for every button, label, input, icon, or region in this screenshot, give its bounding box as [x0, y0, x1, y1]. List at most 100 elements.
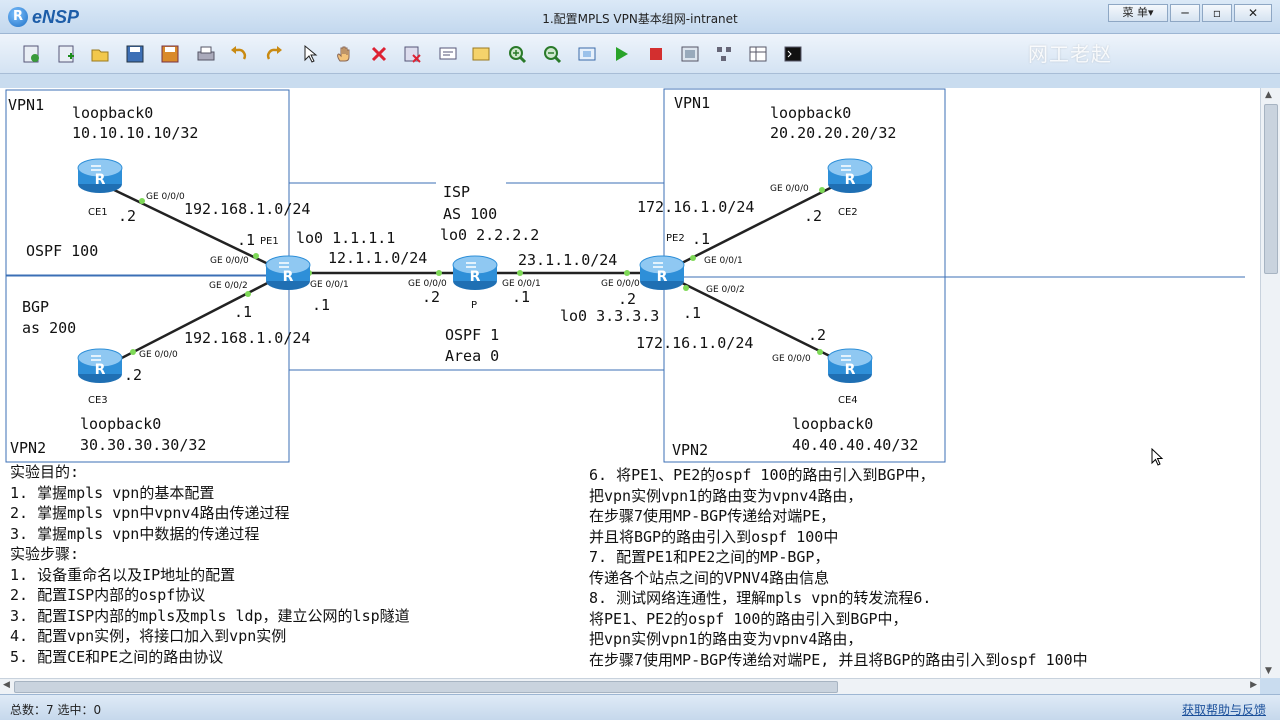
- topology-icon[interactable]: [713, 43, 735, 65]
- scroll-up-icon[interactable]: ▲: [1265, 90, 1272, 100]
- status-bar: 总数：7 选中：0 获取帮助与反馈: [0, 694, 1280, 720]
- note-line: 把vpn实例vpn1的路由变为vpnv4路由，: [589, 630, 863, 648]
- note-line: 3. 配置ISP内部的mpls及mpls ldp，建立公网的lsp隧道: [10, 606, 410, 625]
- router-ce3-icon[interactable]: R: [77, 348, 123, 383]
- device-label-ce4: CE4: [838, 395, 858, 406]
- note-line: 7. 配置PE1和PE2之间的MP-BGP，: [589, 548, 830, 566]
- minimize-button[interactable]: ─: [1170, 4, 1200, 22]
- port-pe1-ge001: GE 0/0/1: [310, 280, 349, 290]
- text-icon[interactable]: [437, 43, 459, 65]
- menu-button[interactable]: 菜 单▾: [1108, 4, 1168, 22]
- window-title: 1.配置MPLS VPN基本组网-intranet: [542, 12, 738, 26]
- svg-text:R: R: [95, 172, 106, 188]
- scroll-left-icon[interactable]: ◀: [3, 680, 10, 690]
- print-icon[interactable]: [195, 43, 217, 65]
- help-feedback-link[interactable]: 获取帮助与反馈: [1181, 703, 1266, 717]
- note-line: 在步骤7使用MP-BGP传递给对端PE, 并且将BGP的路由引入到ospf 10…: [589, 650, 1088, 669]
- p-loopback: lo0 2.2.2.2: [440, 226, 540, 244]
- fit-icon[interactable]: [576, 43, 598, 65]
- svg-text:R: R: [283, 269, 294, 285]
- port-ce4-ge000: GE 0/0/0: [772, 354, 811, 364]
- net-ce1-pe1: 192.168.1.0/24: [184, 200, 311, 218]
- as200-label: as 200: [22, 319, 77, 337]
- ce3-loopback-title: loopback0: [80, 415, 162, 433]
- link-ce3-pe1: [109, 271, 288, 366]
- save-icon[interactable]: [124, 43, 146, 65]
- host-p-pe1: .2: [422, 288, 441, 306]
- save-as-icon[interactable]: [159, 43, 181, 65]
- ce1-loopback-title: loopback0: [72, 104, 154, 122]
- host-pe2-p: .2: [618, 290, 637, 308]
- router-ce4-icon[interactable]: R: [827, 348, 873, 383]
- redo-icon[interactable]: [263, 43, 285, 65]
- router-ce1-icon[interactable]: R: [77, 158, 123, 193]
- router-ce2-icon[interactable]: R: [827, 158, 873, 193]
- undo-icon[interactable]: [228, 43, 250, 65]
- svg-text:R: R: [845, 172, 856, 188]
- pe2-loopback: lo0 3.3.3.3: [560, 307, 660, 325]
- zone-label-vpn2-right: VPN2: [672, 441, 709, 459]
- router-pe1-icon[interactable]: R: [265, 255, 311, 290]
- ospf100-label: OSPF 100: [26, 242, 99, 260]
- logo-text: eNSP: [32, 6, 80, 27]
- note-line: 1. 设备重命名以及IP地址的配置: [10, 565, 236, 584]
- scroll-down-icon[interactable]: ▼: [1265, 666, 1272, 676]
- link-dot: [130, 349, 136, 355]
- delete-icon[interactable]: [368, 43, 390, 65]
- port-ce3-ge000: GE 0/0/0: [139, 350, 178, 360]
- note-line: 实验步骤:: [10, 545, 80, 563]
- clear-icon[interactable]: [401, 43, 423, 65]
- vertical-scroll-thumb[interactable]: [1264, 104, 1278, 274]
- rectangle-icon[interactable]: [470, 43, 492, 65]
- device-label-pe1: PE1: [260, 236, 279, 247]
- zone-label-vpn1-left: VPN1: [8, 96, 45, 114]
- grid-icon[interactable]: [747, 43, 769, 65]
- note-line: 2. 配置ISP内部的ospf协议: [10, 586, 206, 604]
- link-dot: [683, 285, 689, 291]
- router-pe2-icon[interactable]: R: [639, 255, 685, 290]
- ce4-loopback-title: loopback0: [792, 415, 874, 433]
- net-pe2-ce4: 172.16.1.0/24: [636, 334, 754, 352]
- close-button[interactable]: ✕: [1234, 4, 1272, 22]
- link-dot: [624, 270, 630, 276]
- zoom-in-icon[interactable]: [506, 43, 528, 65]
- note-line: 传递各个站点之间的VPNV4路由信息: [589, 568, 830, 587]
- open-icon[interactable]: [89, 43, 111, 65]
- router-p-icon[interactable]: R: [452, 255, 498, 290]
- mouse-pointer-icon: [1151, 448, 1164, 466]
- port-pe2-ge000: GE 0/0/0: [601, 279, 640, 289]
- zoom-out-icon[interactable]: [541, 43, 563, 65]
- stop-icon[interactable]: [645, 43, 667, 65]
- note-line: 在步骤7使用MP-BGP传递给对端PE，: [589, 507, 836, 525]
- link-dot: [819, 187, 825, 193]
- isp-label: ISP: [443, 183, 471, 201]
- terminal-icon[interactable]: [782, 43, 804, 65]
- svg-text:R: R: [470, 269, 481, 285]
- horizontal-scrollbar[interactable]: ◀ ▶: [0, 678, 1260, 694]
- capture-icon[interactable]: [679, 43, 701, 65]
- ce4-loopback-addr: 40.40.40.40/32: [792, 436, 919, 454]
- net-ce3-pe1: 192.168.1.0/24: [184, 329, 311, 347]
- as100-label: AS 100: [443, 205, 498, 223]
- router-logo-icon: R: [8, 7, 28, 27]
- ospf1-label: OSPF 1: [445, 326, 500, 344]
- add-icon[interactable]: [55, 43, 77, 65]
- host-ce2: .2: [804, 207, 823, 225]
- vertical-scrollbar[interactable]: ▲ ▼: [1260, 88, 1280, 678]
- note-line: 5. 配置CE和PE之间的路由协议: [10, 647, 224, 666]
- pan-hand-icon[interactable]: [333, 43, 355, 65]
- ensp-logo: R eNSP: [8, 6, 79, 28]
- topology-canvas[interactable]: R R R R R R R VPN1 VPN2 VPN1 VPN2: [0, 88, 1260, 678]
- scroll-right-icon[interactable]: ▶: [1250, 680, 1257, 690]
- watermark: 网工老赵: [1028, 42, 1112, 66]
- note-line: 实验目的:: [10, 463, 80, 481]
- start-icon[interactable]: [610, 43, 632, 65]
- port-p-ge000: GE 0/0/0: [408, 279, 447, 289]
- select-icon[interactable]: [298, 43, 320, 65]
- new-topology-icon[interactable]: [20, 43, 42, 65]
- horizontal-scroll-thumb[interactable]: [14, 681, 838, 693]
- restore-button[interactable]: ▫: [1202, 4, 1232, 22]
- note-line: 1. 掌握mpls vpn的基本配置: [10, 483, 215, 502]
- bgp-label: BGP: [22, 298, 50, 316]
